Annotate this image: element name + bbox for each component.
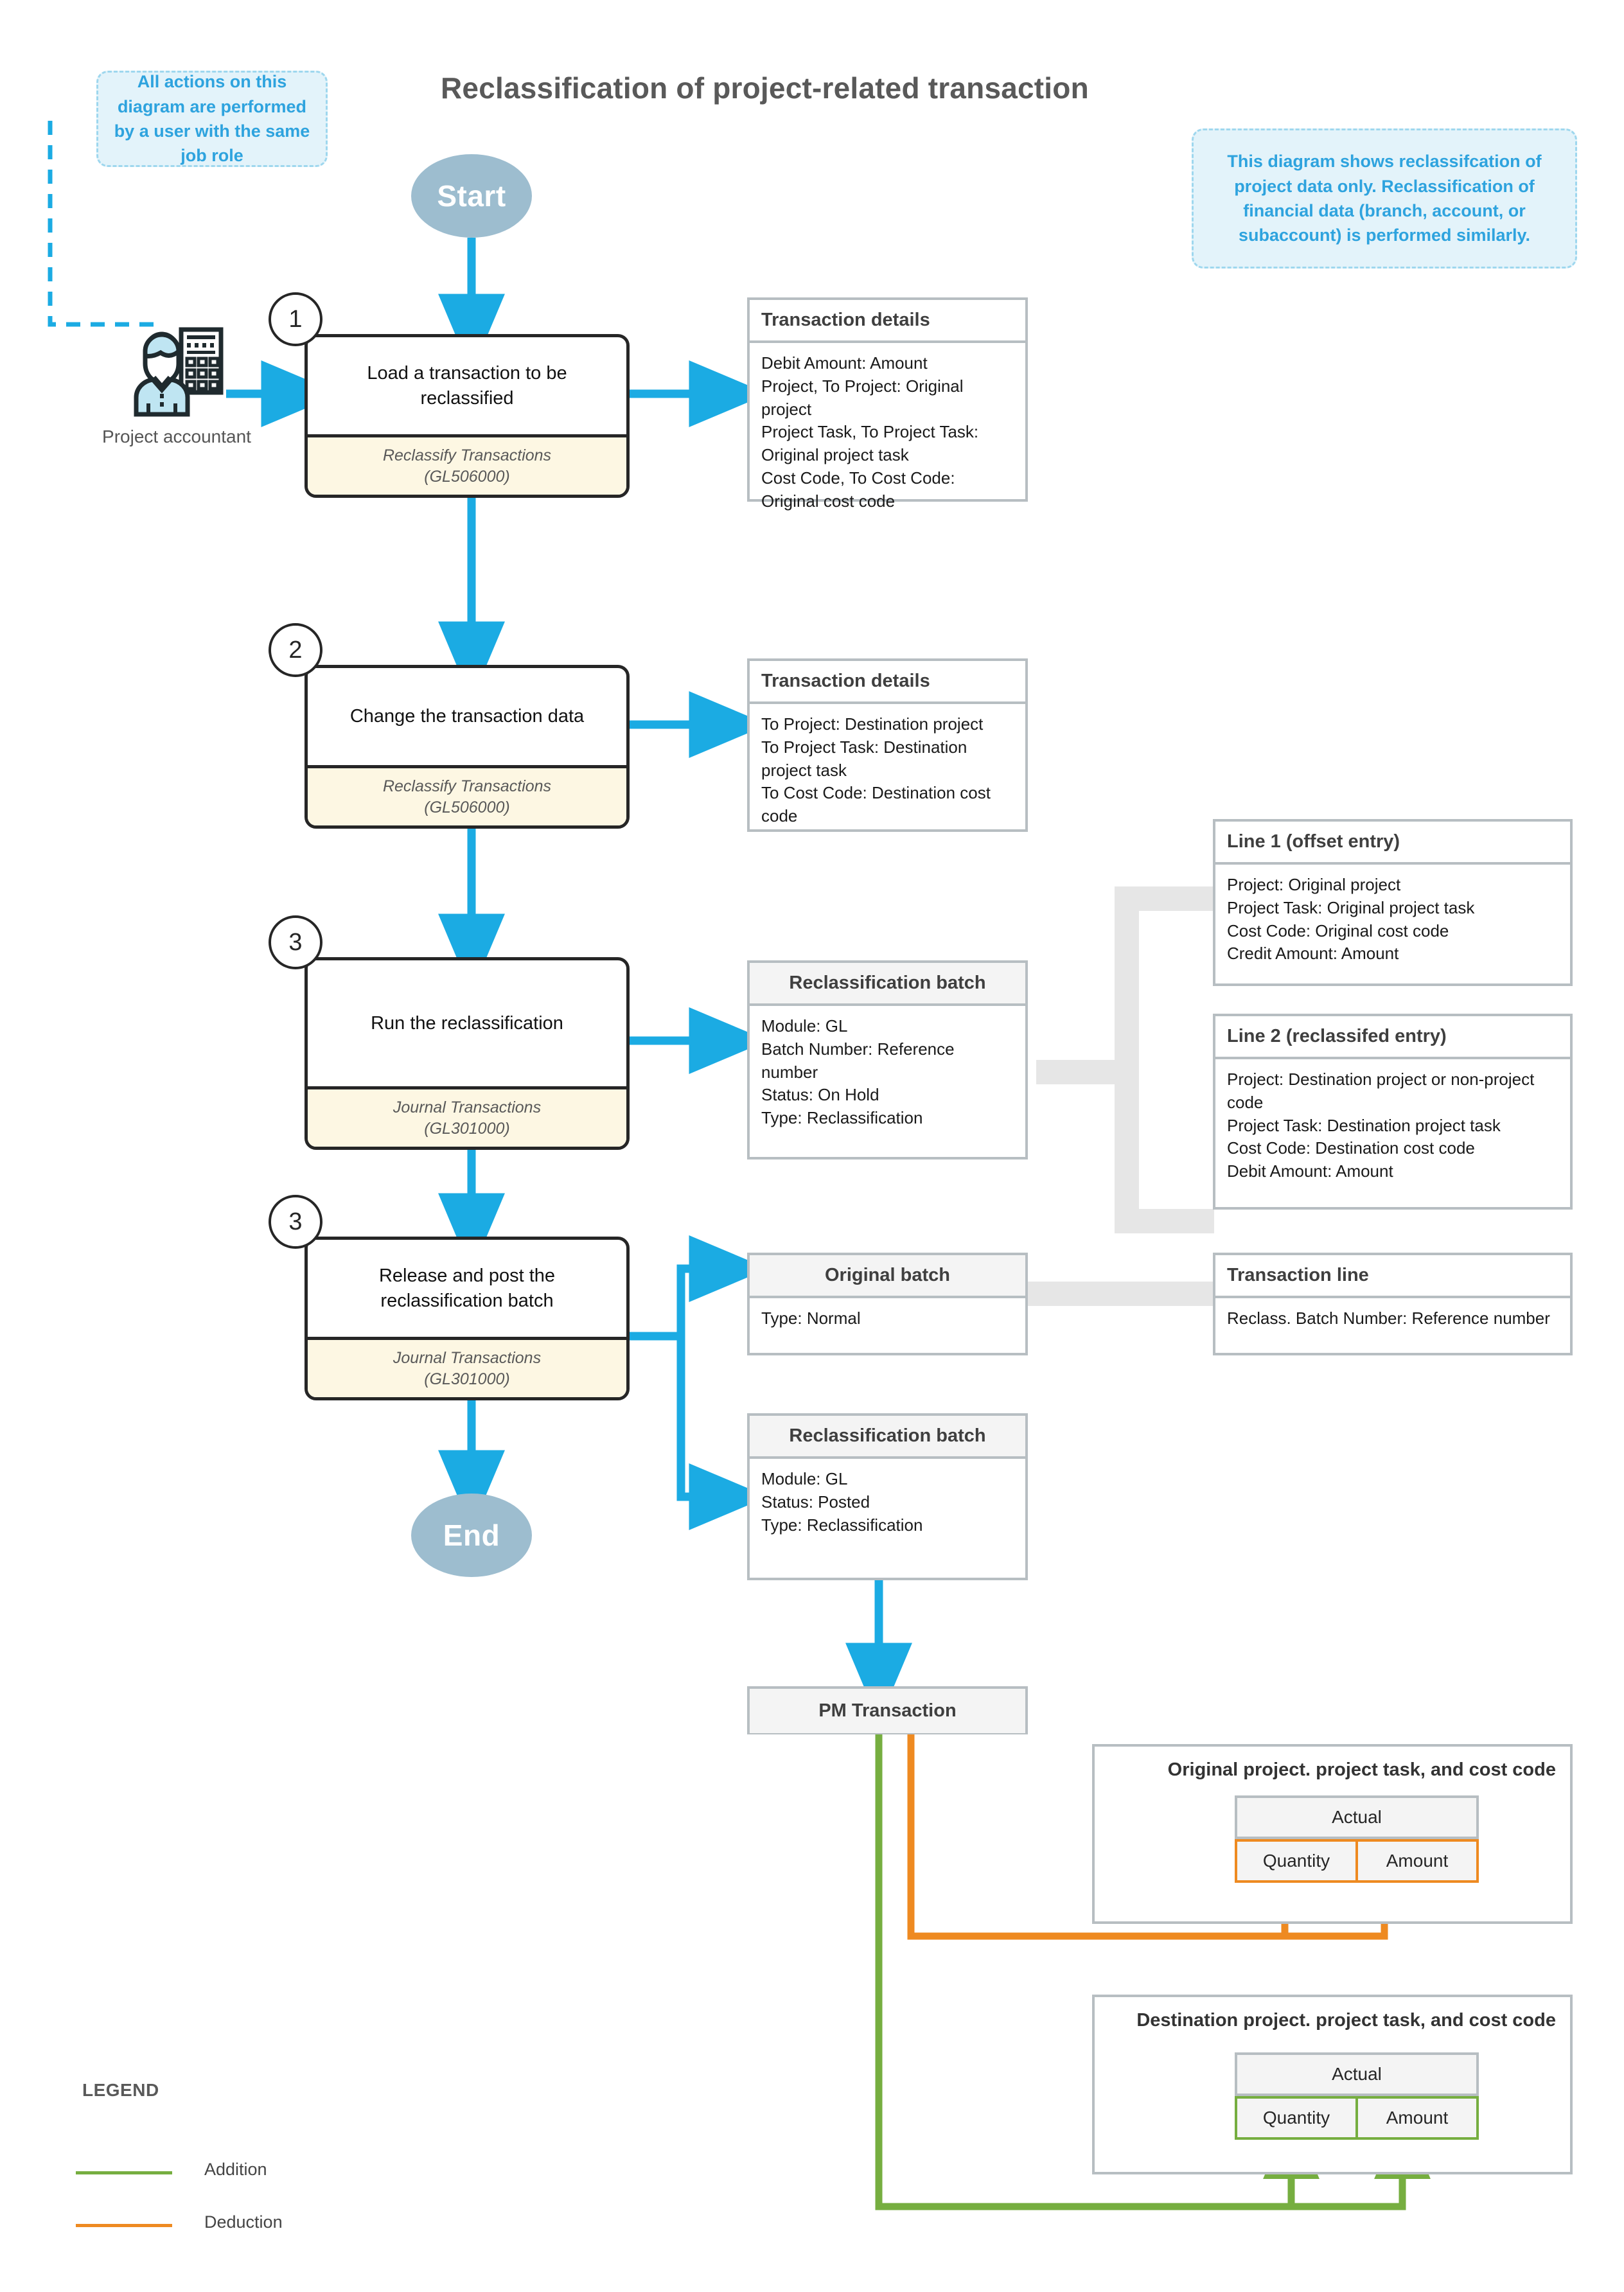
card-body: Module: GL Status: Posted Type: Reclassi… [761, 1468, 923, 1535]
process-3-screen-name: Journal Transactions [393, 1098, 542, 1116]
card-body: To Project: Destination project To Proje… [761, 714, 991, 826]
legend-swatch-addition [76, 2171, 172, 2174]
legend-label-deduction: Deduction [204, 2212, 283, 2232]
accountant-icon [122, 318, 228, 421]
process-4-screen-name: Journal Transactions [393, 1349, 542, 1367]
card-body: Reclass. Batch Number: Reference number [1227, 1308, 1550, 1328]
card-body: Debit Amount: Amount Project, To Project… [761, 353, 979, 511]
table-header-actual: Actual [1235, 1795, 1479, 1839]
table-col-quantity: Quantity [1235, 2096, 1357, 2140]
note-right: This diagram shows reclassifcation of pr… [1192, 128, 1577, 269]
card-title: Original batch [750, 1255, 1025, 1298]
process-2-screen-name: Reclassify Transactions [382, 777, 552, 795]
process-1-screen-id: (GL506000) [424, 467, 510, 486]
card-title: Transaction details [750, 300, 1025, 343]
card-line-2: Line 2 (reclassifed entry) Project: Dest… [1213, 1014, 1573, 1210]
process-2-screen-id: (GL506000) [424, 798, 510, 816]
card-pm-transaction: PM Transaction [747, 1686, 1028, 1734]
actor-label: Project accountant [102, 427, 251, 446]
card-transaction-details-2: Transaction details To Project: Destinat… [747, 658, 1028, 832]
card-transaction-details-1: Transaction details Debit Amount: Amount… [747, 297, 1028, 511]
process-1-text: Load a transaction to be reclassified [367, 363, 567, 409]
process-2-screen: Reclassify Transactions (GL506000) [308, 765, 626, 825]
card-original-batch: Original batch Type: Normal [747, 1253, 1028, 1355]
step-number-3: 3 [269, 915, 322, 969]
process-4-screen-id: (GL301000) [424, 1370, 510, 1388]
page-title: Reclassification of project-related tran… [441, 71, 1089, 105]
legend-label-addition: Addition [204, 2160, 267, 2179]
process-3-screen-id: (GL301000) [424, 1119, 510, 1138]
table-original-actual: Actual Quantity Amount [1235, 1795, 1479, 1883]
card-title: Line 1 (offset entry) [1215, 822, 1570, 865]
card-title: Transaction line [1215, 1255, 1570, 1298]
card-title: Reclassification batch [750, 1416, 1025, 1459]
step-number-1: 1 [269, 292, 322, 346]
card-body: Module: GL Batch Number: Reference numbe… [761, 1016, 955, 1128]
process-box-4[interactable]: Release and post the reclassification ba… [304, 1237, 630, 1400]
card-transaction-line: Transaction line Reclass. Batch Number: … [1213, 1253, 1573, 1355]
process-3-text: Run the reclassification [371, 1012, 563, 1034]
process-3-screen: Journal Transactions (GL301000) [308, 1086, 626, 1147]
card-line-1: Line 1 (offset entry) Project: Original … [1213, 819, 1573, 986]
process-box-1[interactable]: Load a transaction to be reclassified Re… [304, 334, 630, 498]
process-4-screen: Journal Transactions (GL301000) [308, 1337, 626, 1397]
process-4-text: Release and post the reclassification ba… [378, 1265, 556, 1311]
card-title: Line 2 (reclassifed entry) [1215, 1016, 1570, 1059]
frame-title: Original project. project task, and cost… [1167, 1759, 1556, 1780]
process-box-2[interactable]: Change the transaction data Reclassify T… [304, 665, 630, 829]
card-body: Type: Normal [761, 1308, 861, 1328]
legend-title: LEGEND [82, 2080, 159, 2100]
table-col-quantity: Quantity [1235, 1839, 1357, 1883]
process-2-text: Change the transaction data [349, 706, 585, 727]
step-number-2: 2 [269, 623, 322, 677]
card-reclassification-batch-hold: Reclassification batch Module: GL Batch … [747, 960, 1028, 1159]
process-box-3[interactable]: Run the reclassification Journal Transac… [304, 957, 630, 1150]
card-title: PM Transaction [750, 1689, 1025, 1733]
step-number-4: 3 [269, 1195, 322, 1249]
card-title: Transaction details [750, 661, 1025, 704]
note-left: All actions on this diagram are performe… [96, 71, 328, 167]
table-col-amount: Amount [1357, 1839, 1479, 1883]
table-header-actual: Actual [1235, 2052, 1479, 2096]
card-reclassification-batch-posted: Reclassification batch Module: GL Status… [747, 1413, 1028, 1580]
frame-title: Destination project. project task, and c… [1136, 2010, 1556, 2031]
card-body: Project: Original project Project Task: … [1227, 874, 1475, 964]
start-terminator: Start [411, 154, 532, 238]
legend-swatch-deduction [76, 2224, 172, 2227]
card-body: Project: Destination project or non-proj… [1227, 1069, 1535, 1181]
end-terminator: End [411, 1494, 532, 1577]
process-1-screen-name: Reclassify Transactions [382, 446, 552, 464]
table-destination-actual: Actual Quantity Amount [1235, 2052, 1479, 2140]
process-1-screen: Reclassify Transactions (GL506000) [308, 434, 626, 495]
table-col-amount: Amount [1357, 2096, 1479, 2140]
card-title: Reclassification batch [750, 963, 1025, 1006]
